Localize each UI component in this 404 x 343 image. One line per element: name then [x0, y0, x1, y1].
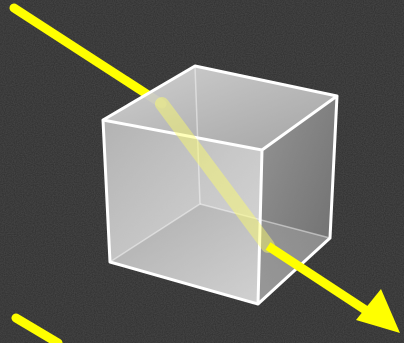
cube-light-scene: [0, 0, 404, 343]
scene-canvas: [0, 0, 404, 343]
